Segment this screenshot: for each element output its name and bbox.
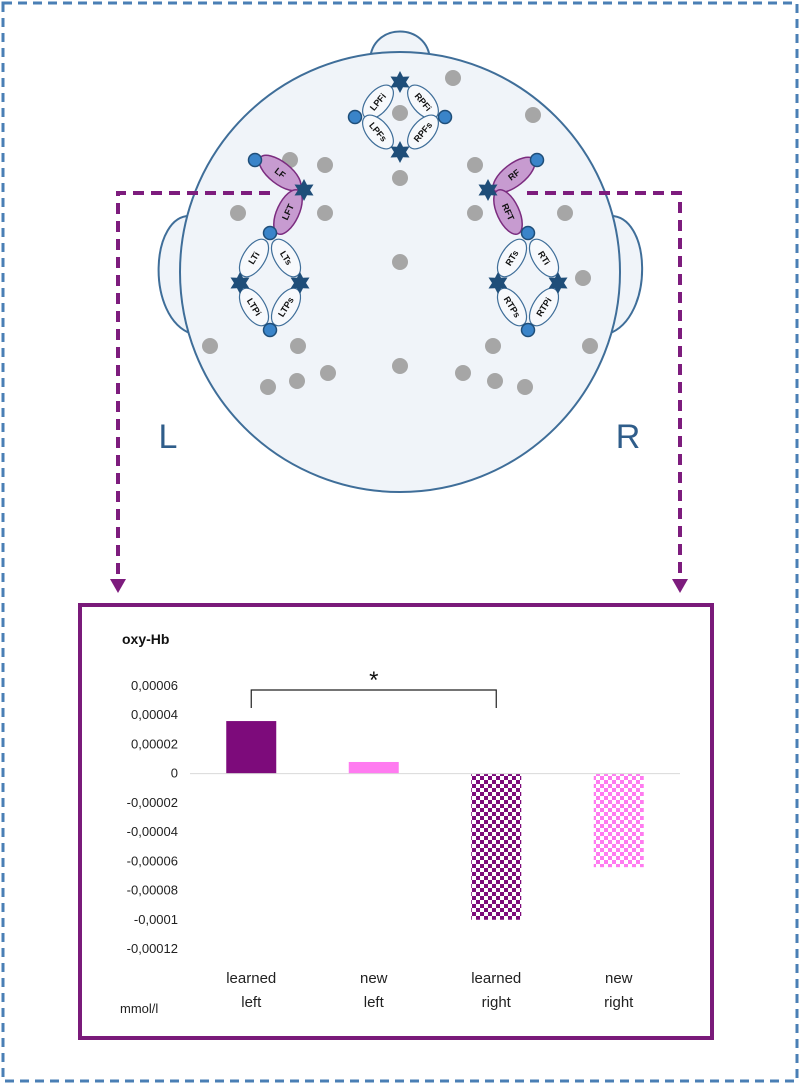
bars — [226, 721, 644, 920]
head-diagram: LPFi RPFi LPFs RPFs LF LFT RF RFT — [157, 30, 644, 493]
y-tick-labels: 0,00006 0,00004 0,00002 0 -0,00002 -0,00004 -0… — [127, 678, 178, 956]
right-frontal-channels: RF RFT — [478, 152, 545, 241]
category-label: left — [241, 994, 262, 1011]
detector-dot-icon — [262, 322, 278, 338]
detector-dot-icon — [520, 225, 536, 241]
bar — [348, 761, 399, 774]
left-frontal-channels: LF LFT — [247, 152, 314, 241]
significance-star: * — [369, 667, 378, 694]
bar — [471, 773, 522, 920]
category-label: learned — [226, 970, 276, 987]
category-label: new — [605, 970, 633, 987]
detector-dot-icon — [347, 109, 363, 125]
y-unit-label: mmol/l — [120, 1001, 158, 1016]
y-tick-label: 0 — [171, 766, 178, 781]
detector-dot-icon — [529, 152, 545, 168]
category-label: learned — [471, 970, 521, 987]
significance-bracket: * — [250, 667, 497, 708]
category-label: new — [360, 970, 388, 987]
significance-line — [250, 689, 497, 708]
category-label: right — [482, 994, 512, 1011]
left-hemisphere-label: L — [159, 418, 178, 456]
connector-arrows — [116, 191, 682, 580]
category-label: right — [604, 994, 634, 1011]
chart-title: oxy-Hb — [122, 631, 169, 647]
left-connector-arrow — [116, 191, 270, 580]
y-tick-label: -0,00012 — [127, 941, 178, 956]
bar — [593, 773, 644, 868]
detector-dot-icon — [247, 152, 263, 168]
y-tick-label: -0,0001 — [134, 912, 178, 927]
bar — [226, 721, 277, 774]
category-label: left — [364, 994, 385, 1011]
y-tick-label: -0,00004 — [127, 824, 178, 839]
right-arrowhead-icon — [672, 579, 688, 593]
right-hemisphere-label: R — [616, 418, 641, 456]
left-arrowhead-icon — [110, 579, 126, 593]
right-connector-arrow — [527, 191, 682, 580]
detector-dot-icon — [437, 109, 453, 125]
y-tick-label: 0,00006 — [131, 678, 178, 693]
detector-dot-icon — [520, 322, 536, 338]
left-temporal-channels: LTi LTs LTPi LTPs — [230, 238, 310, 338]
y-tick-label: 0,00002 — [131, 736, 178, 751]
category-labels: learned left new left learned right new right — [226, 970, 634, 1011]
right-temporal-channels: RTs RTi RTPs RTPi — [488, 238, 568, 338]
electrode-dots — [202, 70, 598, 395]
oxy-hb-chart: oxy-Hb mmol/l 0,00006 0,00004 0,00002 0 -0,0… — [78, 603, 714, 1040]
y-tick-label: -0,00002 — [127, 795, 178, 810]
y-tick-label: 0,00004 — [131, 707, 178, 722]
y-tick-label: -0,00006 — [127, 853, 178, 868]
y-tick-label: -0,00008 — [127, 883, 178, 898]
prefrontal-channels: LPFi RPFi LPFs RPFs — [347, 71, 453, 163]
chart-frame — [78, 603, 714, 1040]
detector-dot-icon — [262, 225, 278, 241]
